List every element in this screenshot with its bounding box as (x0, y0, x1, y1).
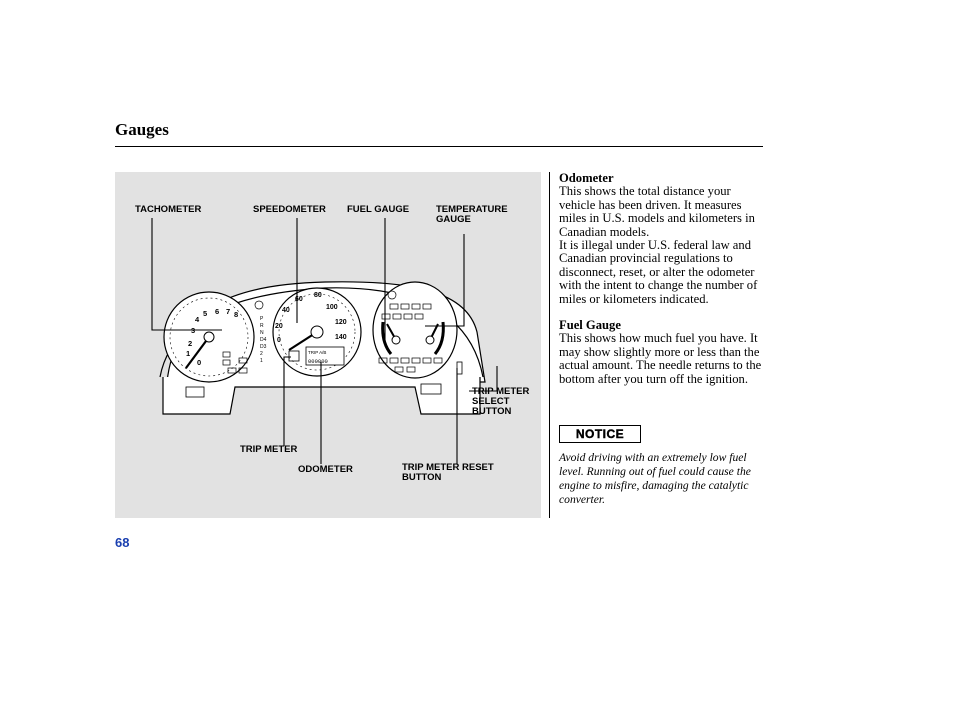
odometer-heading: Odometer (559, 171, 614, 185)
notice-text: Avoid driving with an extremely low fuel… (559, 451, 751, 506)
speed-num-100: 100 (326, 304, 338, 311)
trip-display-text: TRIP A/B (308, 350, 326, 355)
tach-num-0: 0 (197, 358, 201, 367)
fuel-gauge-paragraph: This shows how much fuel you have. It ma… (559, 331, 762, 386)
gear-1: 1 (260, 358, 263, 364)
tachometer-dial (163, 291, 255, 383)
trip-odo-display (305, 346, 345, 366)
gear-r: R (260, 323, 264, 329)
gear-n: N (260, 330, 264, 336)
tach-num-5: 5 (203, 309, 207, 318)
fuel-gauge-heading: Fuel Gauge (559, 318, 621, 333)
label-trip-meter-reset: TRIP METER RESET BUTTON (402, 462, 494, 483)
leader-trip-meter (283, 356, 291, 446)
speed-num-60: 60 (295, 296, 303, 303)
label-fuel-gauge: FUEL GAUGE (347, 204, 410, 215)
notice-badge: NOTICE (559, 425, 641, 443)
tach-num-6: 6 (215, 307, 219, 316)
gear-d4: D4 (260, 337, 267, 343)
odometer-paragraph-1: This shows the total distance your vehic… (559, 184, 755, 239)
leader-temperature-gauge (425, 234, 465, 327)
gear-d3: D3 (260, 344, 267, 350)
label-speedometer: SPEEDOMETER (253, 204, 326, 215)
gear-2: 2 (260, 351, 263, 357)
speed-num-140: 140 (335, 334, 347, 341)
speed-num-120: 120 (335, 319, 347, 326)
notice-label: NOTICE (575, 427, 625, 441)
text-column: Odometer This shows the total distance y… (559, 171, 769, 386)
title-rule (115, 146, 763, 147)
label-temperature-gauge: TEMPERATURE GAUGE (436, 204, 508, 225)
tach-num-7: 7 (226, 307, 230, 316)
page-title: Gauges (115, 120, 169, 139)
label-trip-meter: TRIP METER (240, 444, 298, 455)
fuel-temp-dial (372, 281, 458, 379)
label-odometer: ODOMETER (298, 464, 353, 475)
leader-trip-meter-select (469, 366, 498, 392)
label-trip-meter-select: TRIP METER SELECT BUTTON (472, 386, 530, 417)
page-number: 68 (115, 535, 130, 550)
odometer-paragraph-2: It is illegal under U.S. federal law and… (559, 238, 758, 306)
tach-num-2: 2 (188, 339, 192, 348)
speed-num-0: 0 (277, 337, 281, 344)
speed-num-40: 40 (282, 307, 290, 314)
cluster-base (162, 377, 481, 415)
instrument-panel-figure: 0 1 2 3 4 5 6 7 8 P R N D4 D3 2 1 (115, 172, 541, 518)
tach-num-8: 8 (234, 310, 238, 319)
leader-tachometer (151, 218, 222, 331)
speed-num-20: 20 (275, 323, 283, 330)
tach-num-1: 1 (186, 349, 190, 358)
speed-num-80: 80 (314, 292, 322, 299)
gear-p: P (260, 316, 264, 322)
odo-display-text: 000000 (308, 358, 328, 365)
tach-num-4: 4 (195, 315, 200, 324)
column-divider (549, 172, 550, 518)
label-tachometer: TACHOMETER (135, 204, 202, 215)
instrument-panel-drawing: 0 1 2 3 4 5 6 7 8 P R N D4 D3 2 1 (151, 218, 498, 464)
